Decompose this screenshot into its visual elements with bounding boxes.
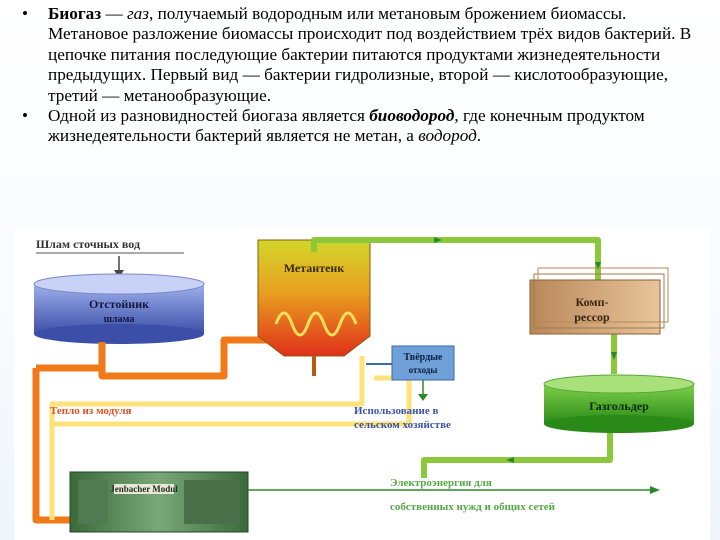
label-sludge: Шлам сточных вод	[36, 237, 140, 251]
label-agri-2: сельском хозяйстве	[354, 419, 451, 431]
methane-tank: Метантенк	[257, 239, 371, 376]
gas-arrow-4	[506, 457, 514, 463]
bullet-biogas: • Биогаз — газ, получаемый водородным ил…	[22, 4, 708, 106]
text-block: • Биогаз — газ, получаемый водородным ил…	[22, 4, 708, 147]
label-heat: Тепло из модуля	[50, 405, 132, 417]
bullet-text: , получаемый водородным или метановым бр…	[48, 4, 692, 105]
gas-word: газ	[126, 4, 149, 23]
label-settler-2: шлама	[104, 314, 135, 325]
dash: —	[101, 4, 127, 23]
label-module: Jenbacher Modul	[110, 484, 178, 494]
label-methane-tank: Метантенк	[284, 261, 345, 275]
biogas-plant-diagram: Шлам сточных вод Отстойник шлама	[14, 228, 710, 540]
bullet-text-end: .	[476, 126, 482, 146]
generator-module: Jenbacher Modul	[69, 471, 249, 533]
label-compressor-1: Комп-	[576, 295, 609, 309]
settler-tank: Отстойник шлама	[33, 273, 205, 344]
term-biohydrogen: биоводород	[369, 106, 455, 126]
gasholder: Газгольдер	[543, 374, 695, 433]
label-solid-waste-1: Твёрдые	[404, 352, 443, 363]
label-gasholder: Газгольдер	[589, 399, 649, 413]
heating-coil	[274, 311, 358, 337]
gas-arrow-2	[595, 262, 601, 270]
bullet-text-middle: , где конечным продуктом жизнедеятельнос…	[48, 106, 645, 146]
bullet-biohydrogen: • Одной из разновидностей биогаза являет…	[22, 106, 708, 147]
solid-waste-box: Твёрдые отходы	[366, 345, 455, 401]
label-electricity-1: Электроэнергия для	[390, 477, 492, 489]
label-settler-1: Отстойник	[89, 297, 149, 311]
label-solid-waste-2: отходы	[409, 365, 438, 375]
term-biogas: Биогаз	[48, 4, 102, 23]
bullet-text-start: Одной из разновидностей биогаза является	[48, 106, 370, 126]
label-compressor-2: рессор	[574, 310, 610, 324]
hot-pipe	[32, 336, 272, 524]
label-electricity-2: собственных нужд и общих сетей	[390, 501, 556, 513]
label-agri-1: Использование в	[354, 405, 438, 417]
term-hydrogen: водород	[418, 126, 477, 146]
gas-arrow-1	[434, 237, 442, 243]
bullet-dot: •	[22, 4, 29, 23]
compressor: Комп- рессор	[529, 267, 669, 335]
gas-arrow-3	[611, 352, 617, 360]
bullet-dot: •	[22, 106, 29, 126]
electricity-arrowhead	[650, 486, 660, 494]
